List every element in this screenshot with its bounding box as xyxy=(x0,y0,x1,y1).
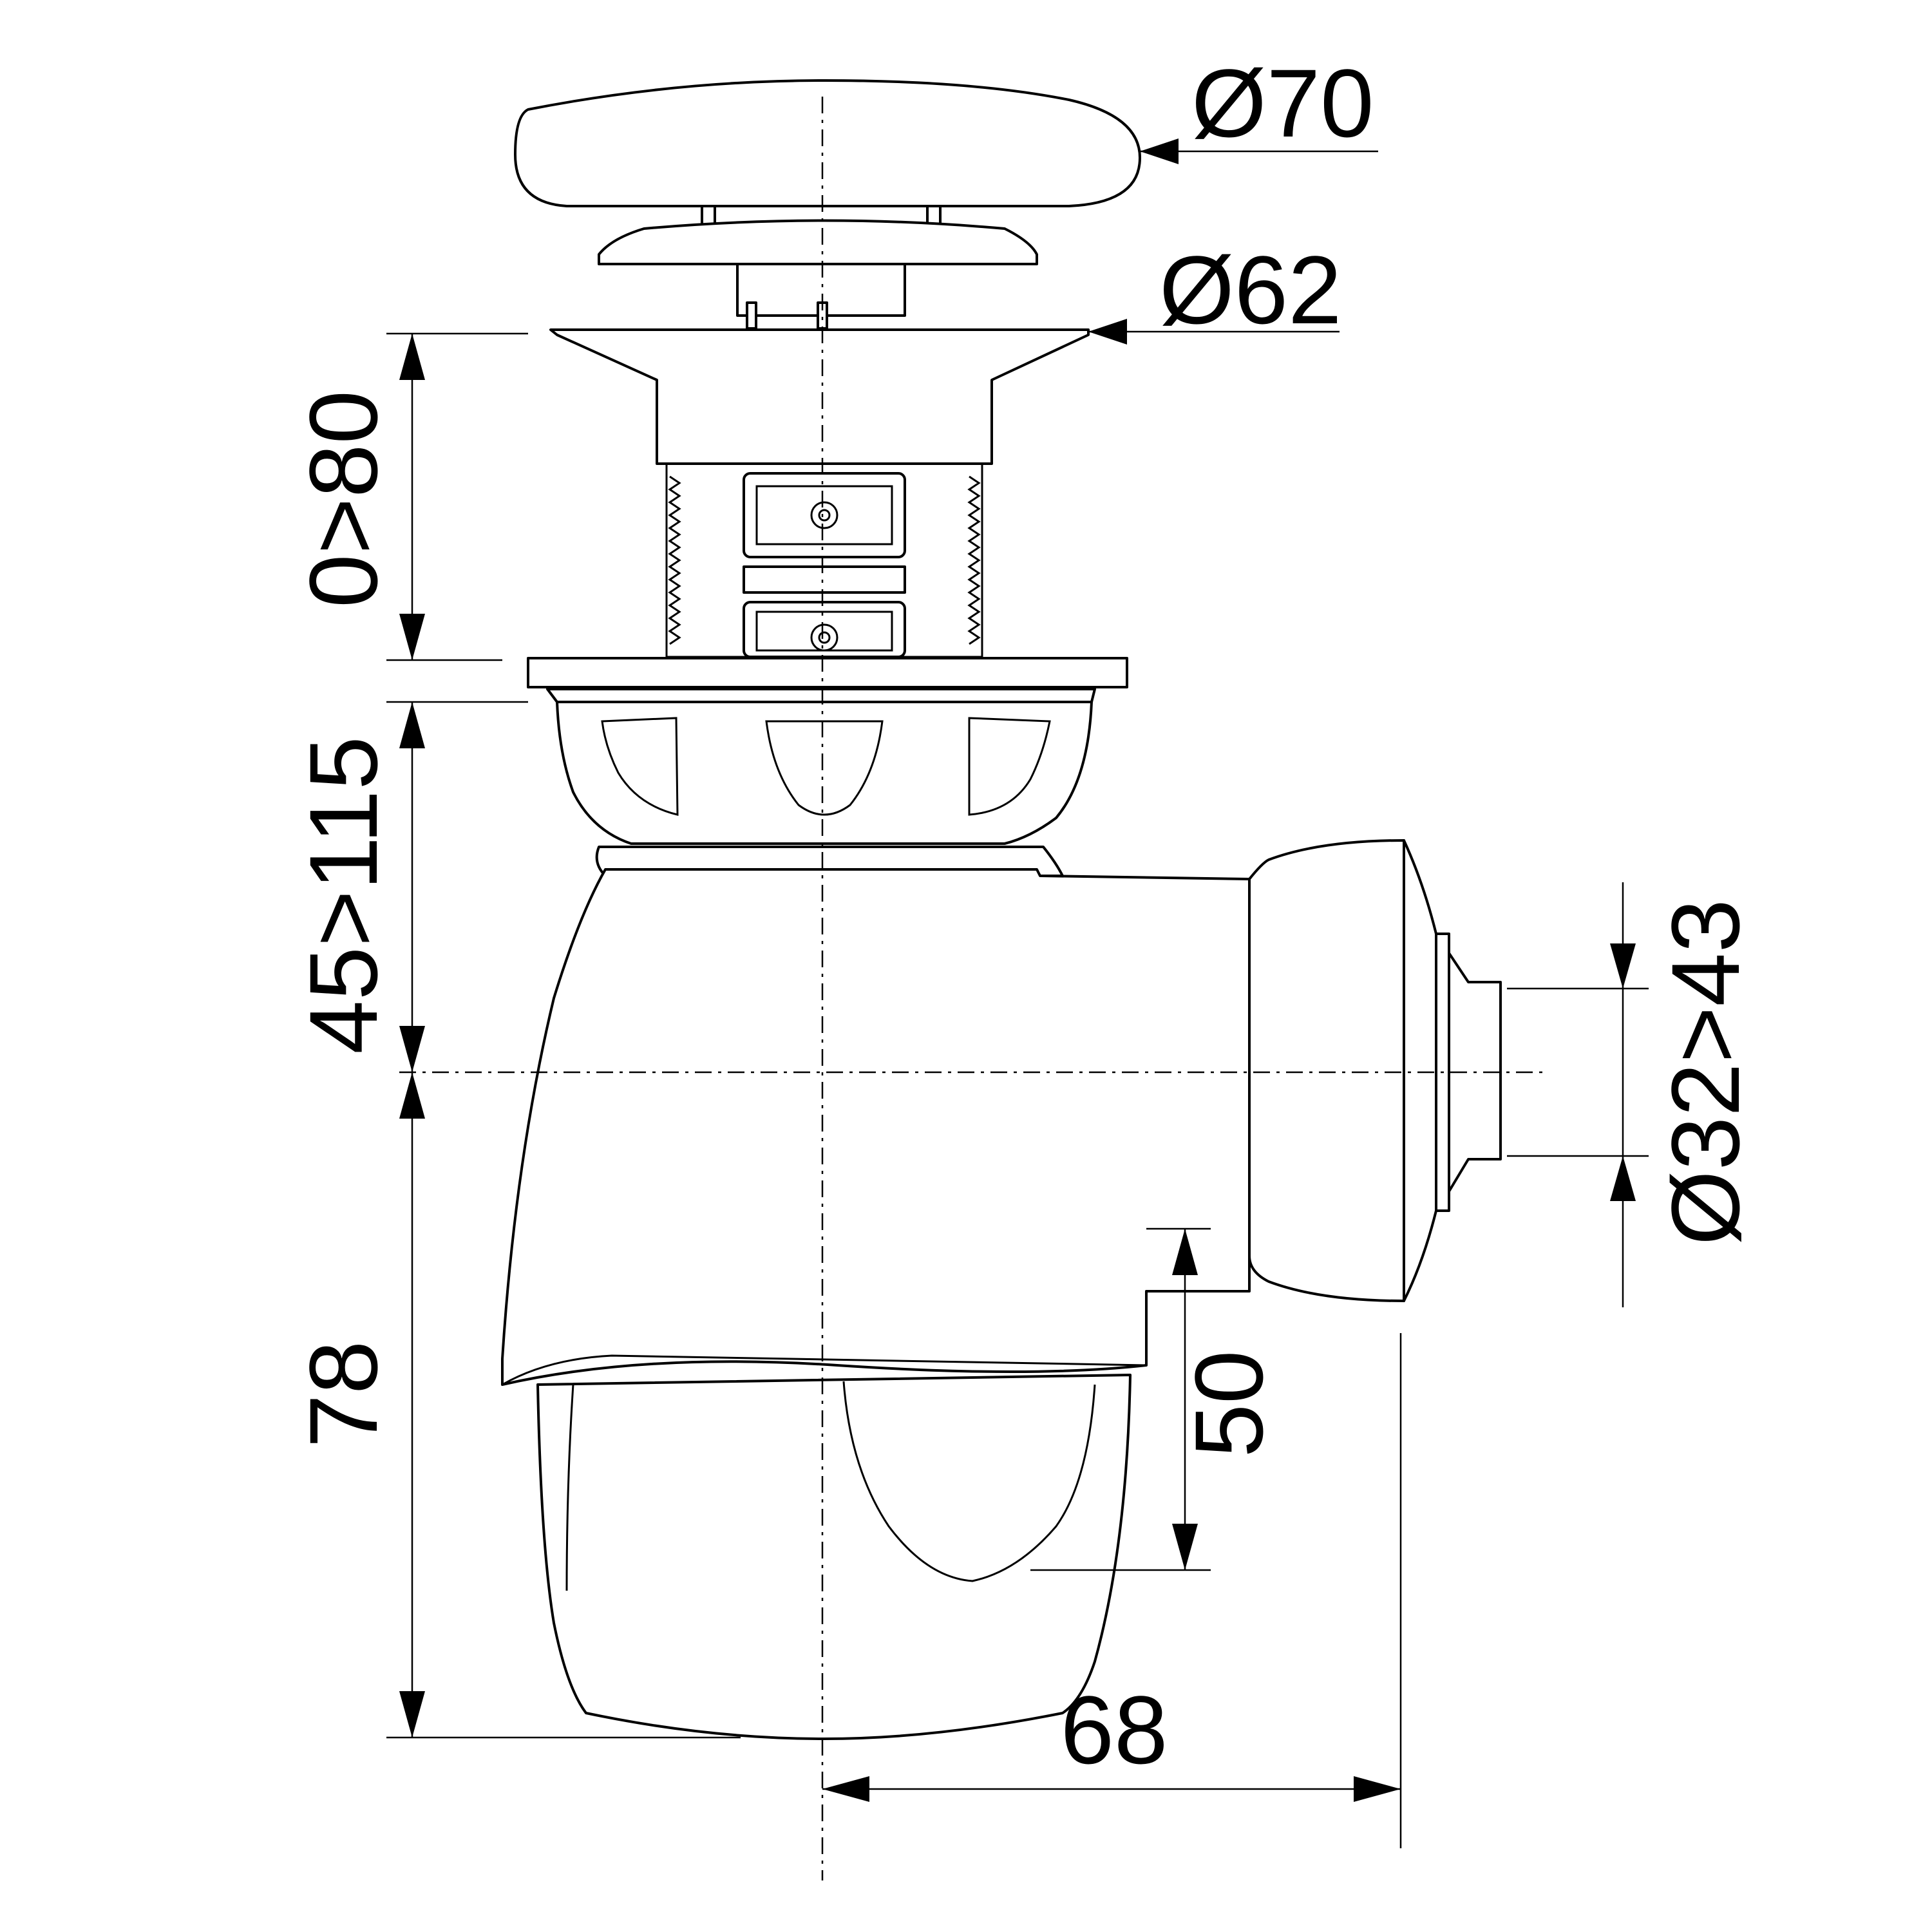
dim-flange-diameter: Ø62 xyxy=(1088,236,1342,345)
height-adjust-label: 0>80 xyxy=(289,390,397,608)
lower-height-label: 78 xyxy=(289,1341,397,1448)
dim-cap-diameter: Ø70 xyxy=(1140,49,1378,164)
threaded-shaft xyxy=(665,462,983,658)
support-plate xyxy=(527,657,1128,703)
dim-outlet-diameter: Ø32>43 xyxy=(1507,882,1759,1307)
centerlines xyxy=(399,97,1546,1880)
outlet-connector xyxy=(1248,839,1502,1302)
trap-body xyxy=(501,868,1251,1386)
cap-diameter-label: Ø70 xyxy=(1191,49,1374,157)
dim-left-chain: 0>80 45>115 78 xyxy=(289,332,741,1739)
strainer-basket xyxy=(556,701,1093,877)
outlet-diameter-label: Ø32>43 xyxy=(1651,899,1759,1245)
outlet-to-bottom-label: 50 xyxy=(1175,1350,1283,1458)
trap-bowl xyxy=(536,1374,1132,1740)
dim-outlet-depth: 68 xyxy=(822,1333,1402,1848)
outlet-depth-label: 68 xyxy=(1061,1676,1168,1784)
cap xyxy=(514,79,1141,330)
flange xyxy=(549,328,1090,465)
upper-height-label: 45>115 xyxy=(289,736,397,1054)
dim-outlet-to-bowl: 50 xyxy=(1030,1227,1283,1571)
flange-diameter-label: Ø62 xyxy=(1159,236,1342,344)
